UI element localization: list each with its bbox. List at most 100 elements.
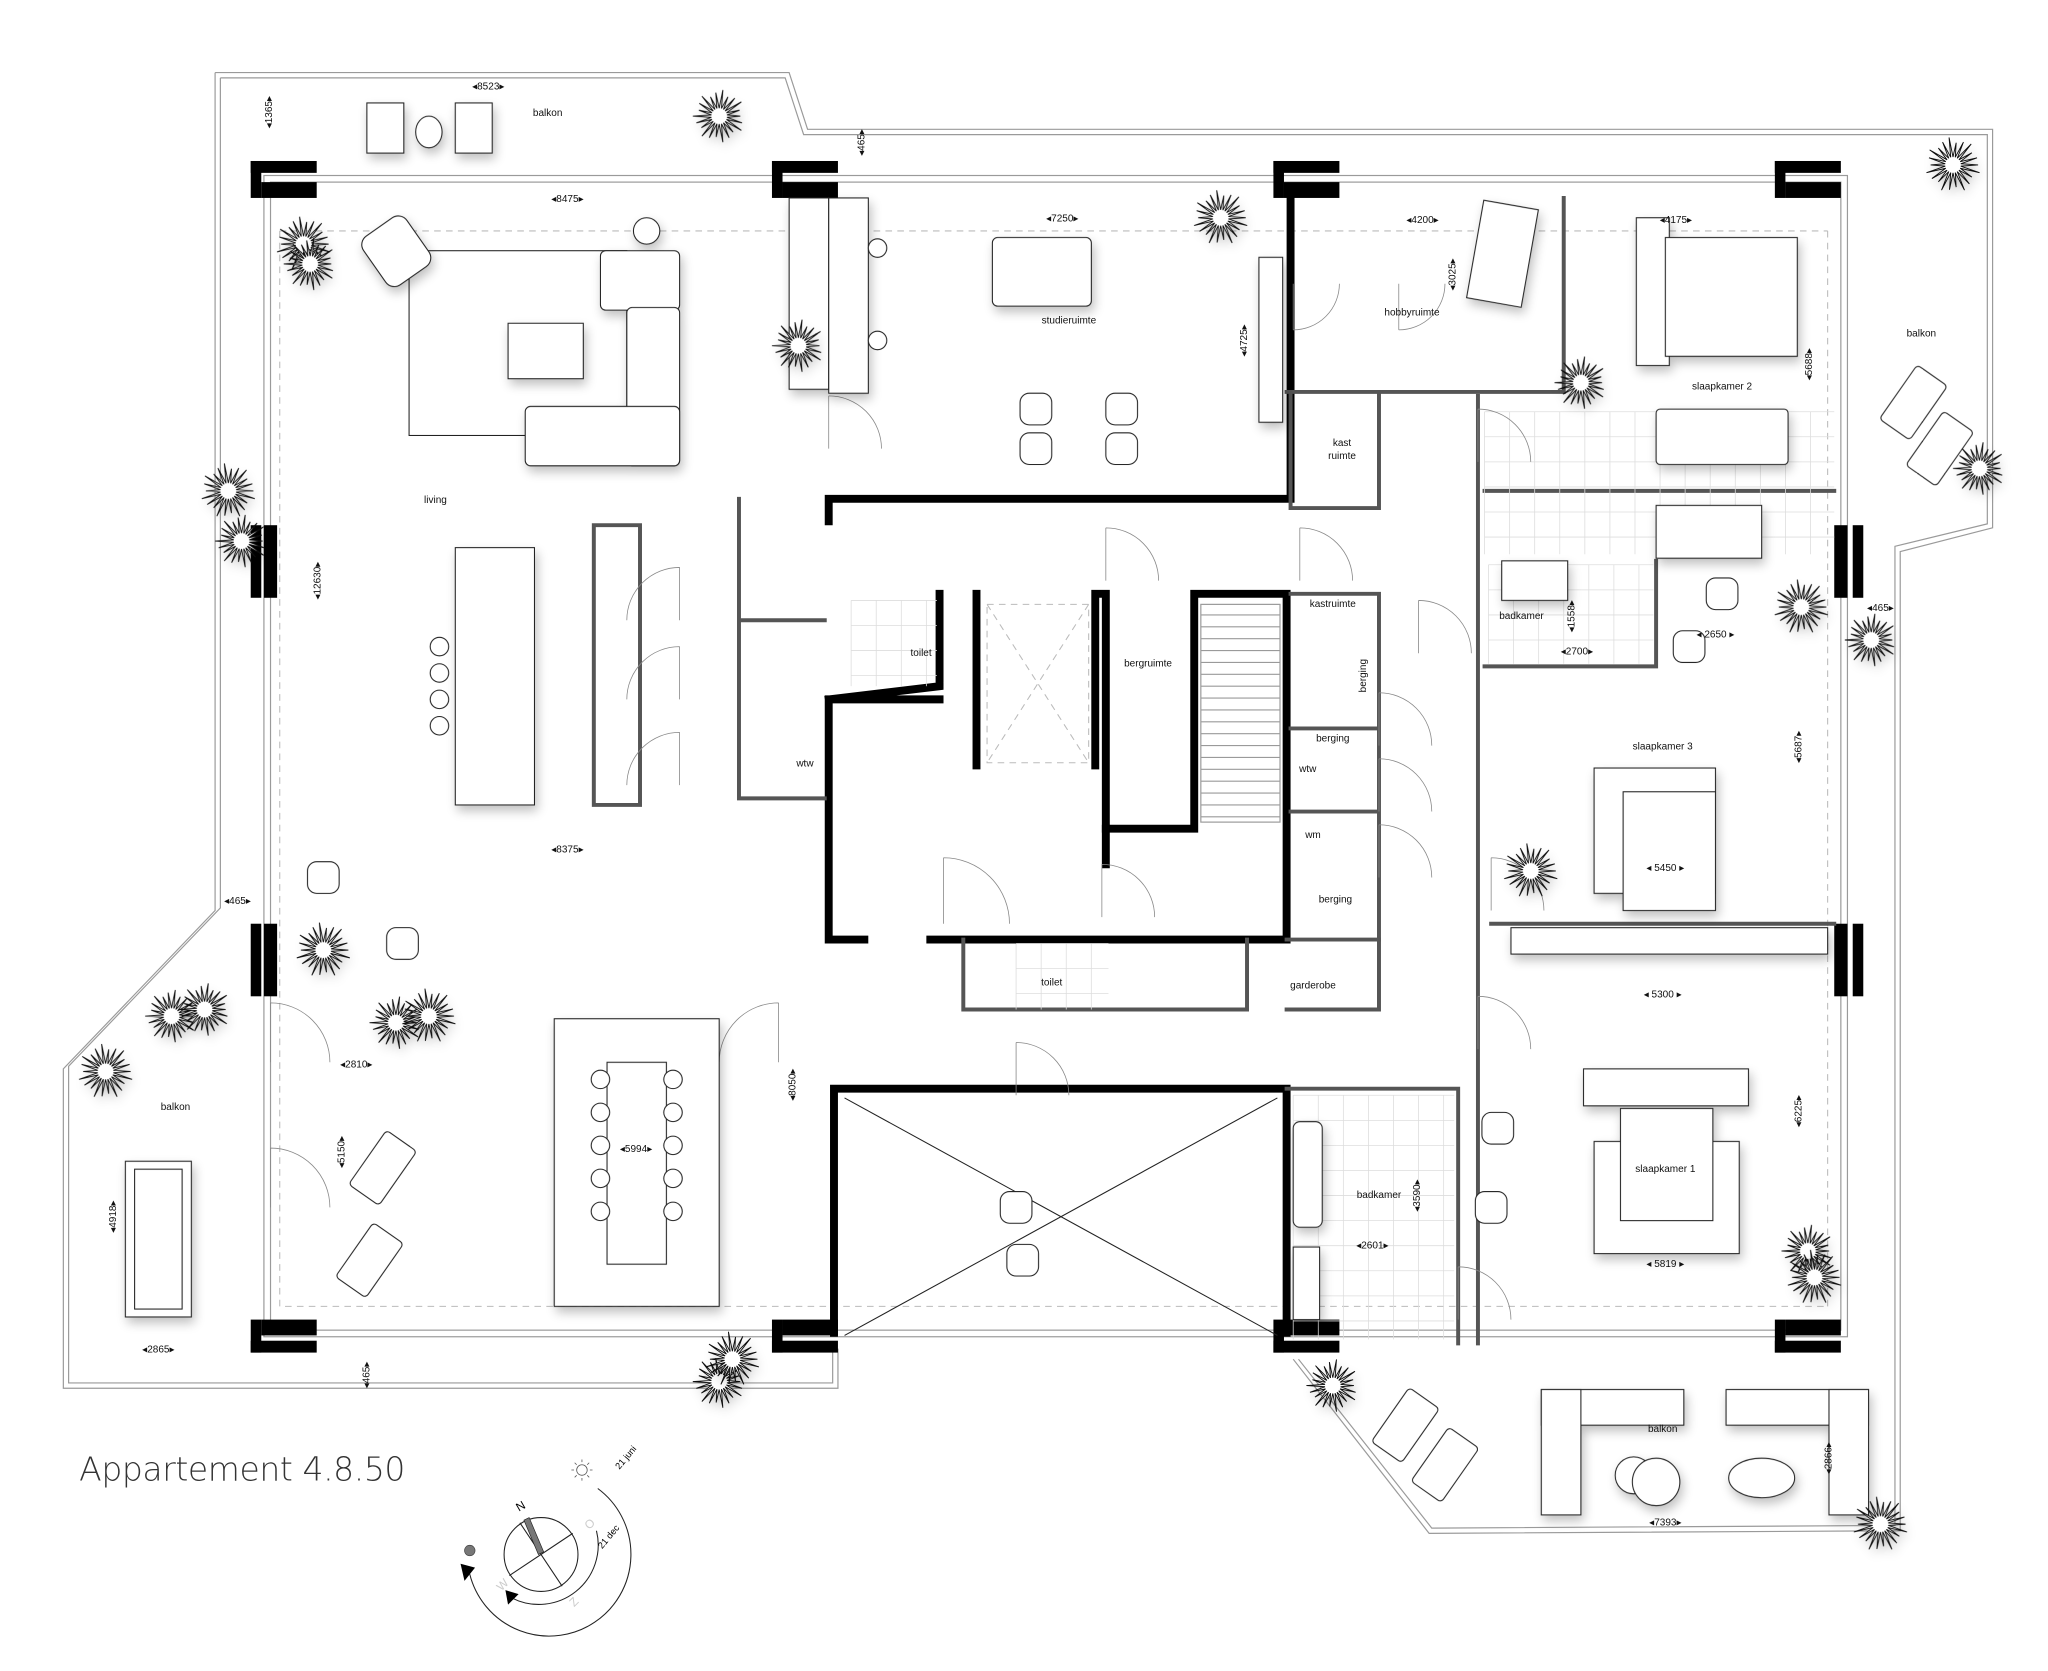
- door-swing: [943, 857, 1010, 924]
- pillar: [261, 1319, 317, 1336]
- pillar: [1774, 160, 1786, 198]
- pillar: [263, 923, 278, 997]
- dim-living-depth: ◂12630▸: [313, 562, 324, 600]
- plant-icon: [201, 463, 255, 517]
- dim-garden-width: ◂2810▸: [340, 1060, 372, 1071]
- pillar: [261, 182, 317, 198]
- plant-icon: [1781, 1224, 1831, 1278]
- dining-chair: [590, 1102, 611, 1123]
- pillar: [263, 525, 278, 598]
- dining-chair: [590, 1168, 611, 1189]
- plant-icon: [215, 514, 265, 568]
- dim-badkamer-upper-width: ◂2700▸: [1561, 647, 1593, 658]
- pillar: [1785, 1319, 1841, 1336]
- compass-dot: [464, 1544, 476, 1557]
- dining-chair: [429, 636, 450, 657]
- armchair: [1105, 432, 1139, 466]
- door-swing: [828, 395, 882, 449]
- armchair: [306, 861, 340, 894]
- label-kastruimte: kastruimte: [1310, 599, 1357, 610]
- dim-badkamer-lower-depth: ◂3590▸: [1412, 1179, 1423, 1211]
- dining-chair: [663, 1069, 683, 1090]
- door-swing: [1378, 758, 1433, 812]
- armchair: [1105, 392, 1139, 426]
- door-swing: [1292, 283, 1340, 331]
- door-swing: [1105, 527, 1160, 581]
- armchair: [1705, 577, 1739, 611]
- plant-icon: [145, 989, 195, 1043]
- dining-chair: [590, 1135, 611, 1156]
- dining-chair: [429, 663, 450, 683]
- pillar: [771, 1319, 783, 1353]
- pillar: [1273, 160, 1284, 198]
- plant-icon: [1787, 1249, 1842, 1303]
- plant-icon: [1952, 442, 2003, 495]
- plant-icon: [1844, 613, 1895, 667]
- furniture: [124, 102, 1973, 1516]
- plant-icon: [1774, 579, 1828, 633]
- door-swing: [1101, 863, 1156, 918]
- pillar: [250, 1340, 317, 1353]
- door-swing: [1477, 995, 1532, 1050]
- armchair: [1006, 1243, 1040, 1277]
- label-badkamer-upper: badkamer: [1499, 611, 1544, 622]
- pillar: [1273, 1340, 1340, 1353]
- dining-chair: [590, 1201, 611, 1222]
- lounger: [336, 1223, 403, 1297]
- door-swing: [1015, 1042, 1070, 1096]
- plan-title: Appartement 4.8.50: [79, 1450, 405, 1489]
- label-wtw-right: wtw: [1298, 764, 1317, 775]
- armchair: [386, 927, 419, 960]
- plant-icon: [692, 89, 743, 143]
- label-berging-large: berging: [1319, 895, 1352, 906]
- compass-needle: [523, 1517, 545, 1555]
- elevator-shaft: [986, 603, 1090, 764]
- dim-hall-depth: ◂8050▸: [788, 1069, 799, 1101]
- label-garderobe: garderobe: [1290, 980, 1336, 991]
- pillar: [771, 160, 783, 198]
- core-walls: [824, 193, 1295, 1337]
- pillar: [1774, 1340, 1841, 1353]
- lounger: [1411, 1428, 1478, 1502]
- lounger: [349, 1131, 416, 1205]
- dim-living-width: ◂8475▸: [551, 194, 583, 205]
- pillar: [250, 1319, 262, 1353]
- dim-balkon-top-width: ◂8523▸: [472, 82, 504, 93]
- dining-chair: [663, 1168, 683, 1189]
- armchair: [1019, 392, 1053, 426]
- label-balkon-top: balkon: [533, 108, 563, 119]
- door-swing: [270, 1002, 331, 1063]
- dining-chair: [590, 1069, 611, 1090]
- label-ruimte: ruimte: [1328, 451, 1356, 462]
- dim-offset-bottom: ◂465▸: [361, 1362, 372, 1389]
- dim-studie-width: ◂7250▸: [1046, 214, 1078, 225]
- door-swing: [718, 1002, 779, 1063]
- dim-balkon-left-depth: ◂4918▸: [108, 1200, 119, 1232]
- pillar: [1273, 1319, 1284, 1353]
- armchair: [1019, 432, 1053, 466]
- label-slaapkamer-1: slaapkamer 1: [1635, 1164, 1696, 1175]
- dining-chair: [429, 716, 450, 736]
- dim-kitchen-width: ◂8375▸: [551, 844, 583, 855]
- armchair: [1481, 1111, 1515, 1145]
- void-area: [844, 1097, 1278, 1336]
- pillar: [250, 160, 262, 198]
- pillar: [771, 160, 838, 173]
- compass-rose: N O Z W 21 juni 21 dec: [460, 1444, 638, 1637]
- dim-badkamer-lower-width: ◂2601▸: [1356, 1240, 1388, 1251]
- plant-icon: [1853, 1496, 1908, 1550]
- dim-hobby-depth: ◂3025▸: [1448, 258, 1459, 290]
- pillar: [250, 160, 317, 173]
- pillar: [771, 1340, 838, 1353]
- plant-icon: [1306, 1359, 1356, 1412]
- plant-icon: [283, 237, 334, 291]
- dim-balkon-bottom-depth: ◂2866▸: [1824, 1442, 1835, 1474]
- plant-icon: [402, 988, 456, 1042]
- dim-badkamer-upper-depth: ◂1558▸: [1566, 600, 1577, 632]
- pillar: [1774, 160, 1841, 173]
- label-balkon-right: balkon: [1907, 328, 1937, 339]
- door-swing: [626, 731, 680, 786]
- compass-winter-label: 21 dec: [596, 1523, 622, 1551]
- dim-balkon-top-depth: ◂1365▸: [264, 96, 275, 128]
